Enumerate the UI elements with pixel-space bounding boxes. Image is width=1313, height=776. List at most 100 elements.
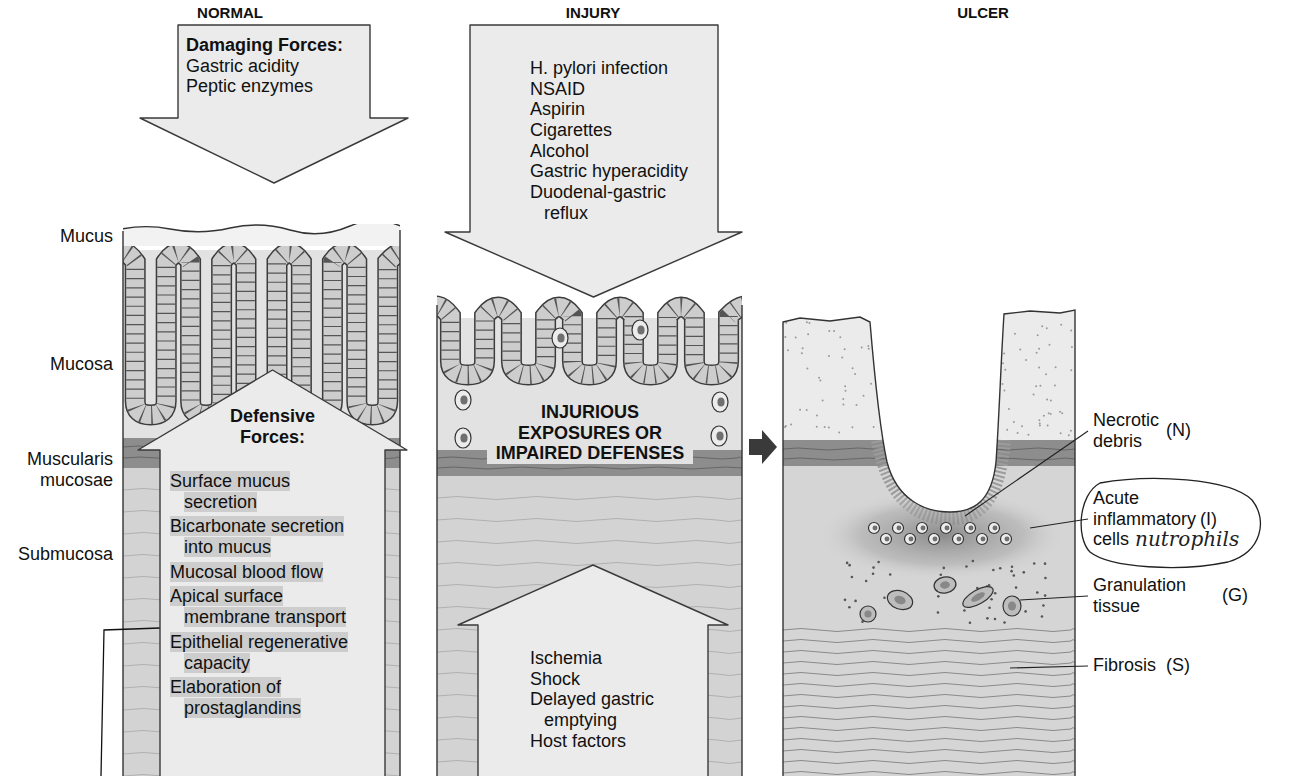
stipple — [833, 330, 835, 332]
granulation-dot — [877, 561, 880, 564]
fibrosis-fibre — [783, 695, 1075, 698]
vessel-lumen — [893, 594, 907, 606]
arrow-list-item: Apical surface membrane transport — [170, 586, 346, 627]
vessel-lumen — [1008, 602, 1016, 611]
stipple — [889, 369, 891, 371]
stipple — [967, 380, 969, 382]
inflammatory-cell — [711, 426, 727, 446]
muscularis-band — [783, 440, 1075, 466]
stipple — [1017, 432, 1019, 434]
fibrosis-fibre — [783, 728, 1075, 731]
ulcer-outline — [783, 310, 1075, 776]
stipple — [1036, 352, 1038, 354]
stipple — [993, 369, 995, 371]
stipple — [1043, 415, 1045, 417]
leader-line — [1030, 519, 1088, 528]
stipple — [892, 402, 894, 404]
stipple — [975, 426, 977, 428]
connective-fibre — [437, 563, 742, 566]
stipple — [1039, 424, 1041, 426]
stipple — [1039, 423, 1041, 425]
stipple — [903, 357, 905, 359]
vessel-lumen — [970, 590, 986, 603]
granulation-dot — [1044, 577, 1047, 580]
granulation-dot — [851, 576, 854, 579]
inflammatory-cell — [929, 534, 940, 545]
arrow-list-item: Surface mucus secretion — [170, 471, 290, 512]
stipple — [808, 322, 810, 324]
layer-label: Mucus — [0, 226, 113, 247]
fibrosis-fibre — [783, 772, 1075, 775]
stipple — [898, 368, 900, 370]
granulation-dot — [1013, 574, 1016, 577]
stipple — [1059, 411, 1061, 413]
stipple — [1050, 399, 1052, 401]
arrow-text-area: Damaging Forces:Gastric acidityPeptic en… — [186, 35, 366, 97]
fibrosis-fibre — [783, 684, 1075, 687]
connective-fibre — [437, 519, 742, 522]
stipple — [1050, 413, 1052, 415]
stipple — [852, 367, 854, 369]
blood-vessel — [1003, 596, 1021, 616]
callout-label: Fibrosis — [1093, 655, 1163, 676]
arrow-list-item: Aspirin — [530, 99, 585, 119]
granulation-dot — [1042, 604, 1045, 607]
text-row: Host factors — [530, 731, 680, 752]
stipple — [958, 429, 960, 431]
cell-nucleus — [945, 526, 950, 531]
stipple — [884, 367, 886, 369]
stipple — [975, 386, 977, 388]
stipple — [1070, 369, 1072, 371]
callout-label: Necrotic debris — [1093, 410, 1165, 451]
stipple — [976, 393, 978, 395]
cell-nucleus — [873, 526, 878, 531]
stipple — [1002, 362, 1004, 364]
cell-nucleus — [969, 526, 974, 531]
text-row: Bicarbonate secretion into mucus — [170, 516, 356, 557]
layer-label: Mucosa — [0, 354, 113, 375]
stipple — [978, 409, 980, 411]
arrow-shape — [140, 25, 408, 183]
arrow-list-item: Host factors — [530, 731, 626, 751]
stipple — [1006, 429, 1008, 431]
force-arrow: H. pylori infectionNSAIDAspirinCigarette… — [445, 25, 742, 297]
stipple — [905, 343, 907, 345]
cell-nucleus — [921, 526, 926, 531]
stipple — [822, 399, 824, 401]
stipple — [802, 347, 804, 349]
text-row: Ischemia — [530, 648, 680, 669]
blood-vessel — [860, 606, 876, 622]
cell-nucleus — [637, 326, 644, 335]
granulation-dot — [1036, 591, 1039, 594]
cell-nucleus — [716, 432, 723, 441]
arrow-list-item: Duodenal-gastric reflux — [530, 182, 666, 223]
arrow-list-item: Ischemia — [530, 648, 602, 668]
stipple — [1070, 430, 1072, 432]
fibrosis-fibre — [783, 673, 1075, 676]
arrow-list-item: Elaboration of prostaglandins — [170, 677, 301, 718]
stipple — [1033, 393, 1035, 395]
granulation-dot — [1033, 562, 1036, 565]
inflammatory-cell — [941, 523, 952, 534]
cell-nucleus — [909, 537, 914, 542]
stipple — [885, 392, 887, 394]
granulation-dot — [972, 560, 975, 563]
stipple — [784, 336, 786, 338]
stipple — [1046, 327, 1048, 329]
inflammatory-cell — [917, 523, 928, 534]
text-row: Apical surface membrane transport — [170, 586, 356, 627]
cell-nucleus — [981, 537, 986, 542]
stipple — [966, 420, 968, 422]
granulation-dot — [963, 609, 966, 612]
callout-letter: (G) — [1222, 585, 1262, 606]
stipple — [923, 342, 925, 344]
stipple — [947, 398, 949, 400]
stipple — [784, 426, 786, 428]
stipple — [1041, 325, 1043, 327]
fibrosis-fibre — [783, 640, 1075, 643]
stipple — [1037, 334, 1039, 336]
force-arrow: Defensive Forces:Surface mucus secretion… — [138, 370, 407, 776]
stipple — [828, 330, 830, 332]
text-row: Aspirin — [530, 99, 708, 120]
ulcer-tissue — [783, 300, 1075, 776]
